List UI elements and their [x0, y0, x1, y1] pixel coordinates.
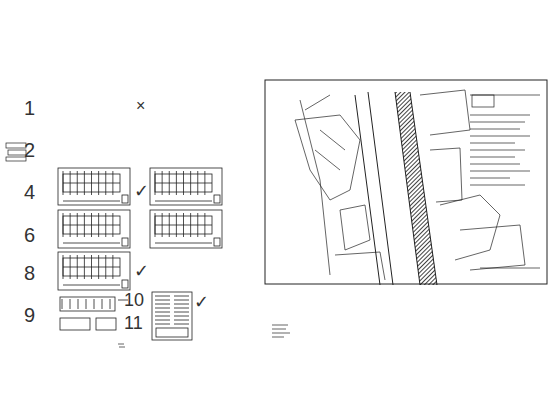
elevation-thumbnail	[60, 297, 128, 330]
sheet-number: 6	[24, 225, 35, 245]
sheet-number: 2	[24, 140, 35, 160]
check-mark: ✓	[134, 262, 149, 280]
sheet-number: 1	[24, 98, 35, 118]
sheet-thumbnail	[58, 168, 130, 205]
sheet-thumbnail	[58, 210, 130, 248]
sheet-number: 4	[24, 182, 35, 202]
notes-thumbnail	[152, 292, 192, 340]
sheet-thumbnail	[150, 168, 222, 205]
check-mark: ✓	[194, 293, 209, 311]
check-mark: ✓	[134, 182, 149, 200]
sheet-number: 11	[124, 314, 143, 332]
sheet-thumbnail	[58, 252, 130, 290]
sheet-thumbnail	[150, 210, 222, 248]
check-mark: ×	[136, 98, 145, 114]
site-plan	[118, 80, 547, 347]
sheet-number: 8	[24, 263, 35, 283]
sheet-number: 9	[24, 305, 35, 325]
stamp-icon	[6, 143, 26, 161]
sheet-number: 10	[124, 291, 144, 309]
